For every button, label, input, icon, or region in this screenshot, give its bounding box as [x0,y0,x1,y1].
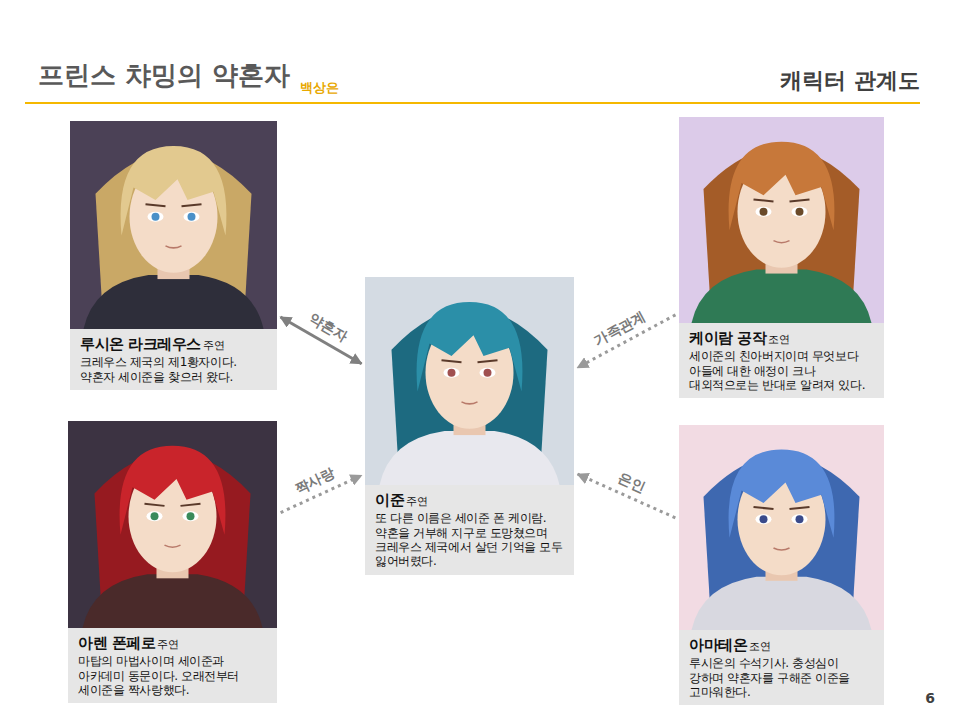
section-label: 캐릭터 관계도 [780,66,920,96]
character-description: 루시온의 수석기사. 충성심이 강하며 약혼자를 구해준 이준을 고마워한다. [689,656,876,699]
character-name: 이준 [375,491,404,509]
character-name: 루시온 라크레우스 [80,335,201,353]
character-description: 세이준의 친아버지이며 무엇보다 아들에 대한 애정이 크나 대외적으로는 반대… [689,349,876,392]
relation-label: 은인 [614,469,651,497]
caption-panel: 아렌 폰페로주연마탑의 마법사이며 세이준과 아카데미 동문이다. 오래전부터 … [68,628,277,703]
relation-label: 짝사랑 [290,464,340,498]
header-rule [25,102,920,104]
diagram-title: 프린스 챠밍의 약혼자 [38,58,290,93]
character-card: 루시온 라크레우스주연크레우스 제국의 제1황자이다. 약혼자 세이준을 찾으러… [70,121,277,390]
author-label: 백상은 [300,79,339,97]
character-name: 케이람 공작 [689,329,766,347]
character-description: 크레우스 제국의 제1황자이다. 약혼자 세이준을 찾으러 왔다. [80,355,269,384]
relation-label: 약혼자 [303,310,352,347]
portrait-illustration [68,421,277,628]
role-tag: 주연 [157,638,179,651]
character-name: 아렌 폰페로 [78,634,155,652]
portrait-illustration [365,277,574,485]
role-tag: 조연 [749,640,771,653]
role-tag: 조연 [768,333,790,346]
character-description: 마탑의 마법사이며 세이준과 아카데미 동문이다. 오래전부터 세이준을 짝사랑… [78,654,269,697]
character-name: 아마테온 [689,636,747,654]
character-description: 또 다른 이름은 세이준 폰 케이람. 약혼을 거부해 지구로 도망쳤으며 크레… [375,511,566,569]
caption-panel: 케이람 공작조연세이준의 친아버지이며 무엇보다 아들에 대한 애정이 크나 대… [679,323,884,398]
caption-panel: 이준주연또 다른 이름은 세이준 폰 케이람. 약혼을 거부해 지구로 도망쳤으… [365,485,574,575]
caption-panel: 루시온 라크레우스주연크레우스 제국의 제1황자이다. 약혼자 세이준을 찾으러… [70,329,277,390]
character-card: 케이람 공작조연세이준의 친아버지이며 무엇보다 아들에 대한 애정이 크나 대… [679,117,884,398]
portrait-illustration [70,121,277,329]
portrait-illustration [679,117,884,323]
relation-label: 가족관계 [589,307,651,350]
character-card: 아렌 폰페로주연마탑의 마법사이며 세이준과 아카데미 동문이다. 오래전부터 … [68,421,277,703]
role-tag: 주연 [406,495,428,508]
portrait-illustration [679,425,884,630]
character-card: 이준주연또 다른 이름은 세이준 폰 케이람. 약혼을 거부해 지구로 도망쳤으… [365,277,574,575]
role-tag: 주연 [203,339,225,352]
page-number: 6 [925,690,935,706]
character-card: 아마테온조연루시온의 수석기사. 충성심이 강하며 약혼자를 구해준 이준을 고… [679,425,884,705]
caption-panel: 아마테온조연루시온의 수석기사. 충성심이 강하며 약혼자를 구해준 이준을 고… [679,630,884,705]
